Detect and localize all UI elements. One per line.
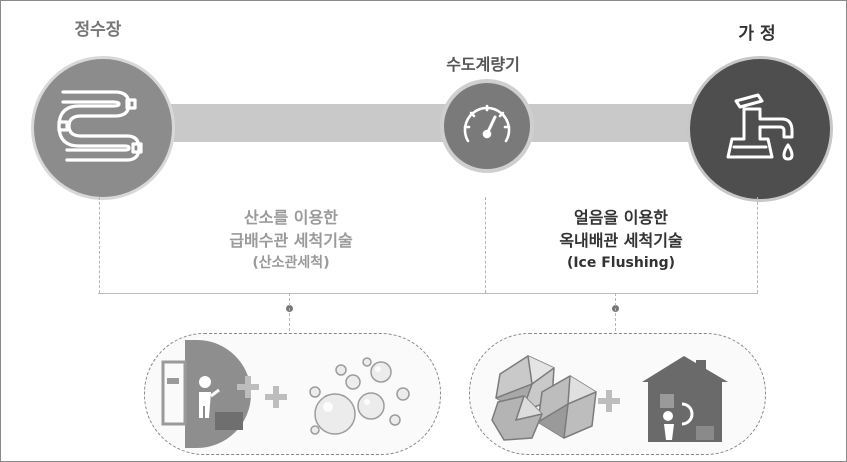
ice-and-house-illustration xyxy=(491,355,728,442)
ice-line1: 얼음을 이용한 xyxy=(574,208,668,227)
ice-line2: 옥내배관 세척기술 xyxy=(559,231,683,250)
oxygen-flushing-text: 산소를 이용한 급배수관 세척기술 (산소관세척) xyxy=(191,206,391,275)
pipes-icon xyxy=(57,90,143,162)
oxygen-line3: (산소관세척) xyxy=(252,255,330,271)
ice-line3: (Ice Flushing) xyxy=(566,255,676,271)
ice-flushing-text: 얼음을 이용한 옥내배관 세척기술 (Ice Flushing) xyxy=(521,206,721,275)
meter-label: 수도계량기 xyxy=(446,55,520,74)
gauge-icon xyxy=(463,104,511,143)
left-divider xyxy=(99,197,100,293)
right-divider xyxy=(757,197,758,293)
plant-label: 정수장 xyxy=(74,20,122,40)
worker-with-bubbles-illustration xyxy=(161,340,410,448)
right-connector-line xyxy=(615,293,616,331)
oxygen-line1: 산소를 이용한 xyxy=(244,208,338,227)
left-connector-line xyxy=(289,293,290,331)
oxygen-illustration xyxy=(144,333,441,455)
middle-divider xyxy=(485,197,486,293)
oxygen-line2: 급배수관 세척기술 xyxy=(229,231,353,250)
water-meter-node xyxy=(440,79,534,173)
water-plant-node xyxy=(31,56,175,200)
faucet-icon xyxy=(726,93,794,161)
home-label: 가 정 xyxy=(738,24,776,44)
pipeline-bar xyxy=(96,104,756,142)
bracket-line xyxy=(98,293,758,294)
ice-illustration xyxy=(469,333,766,455)
home-node xyxy=(687,56,833,202)
